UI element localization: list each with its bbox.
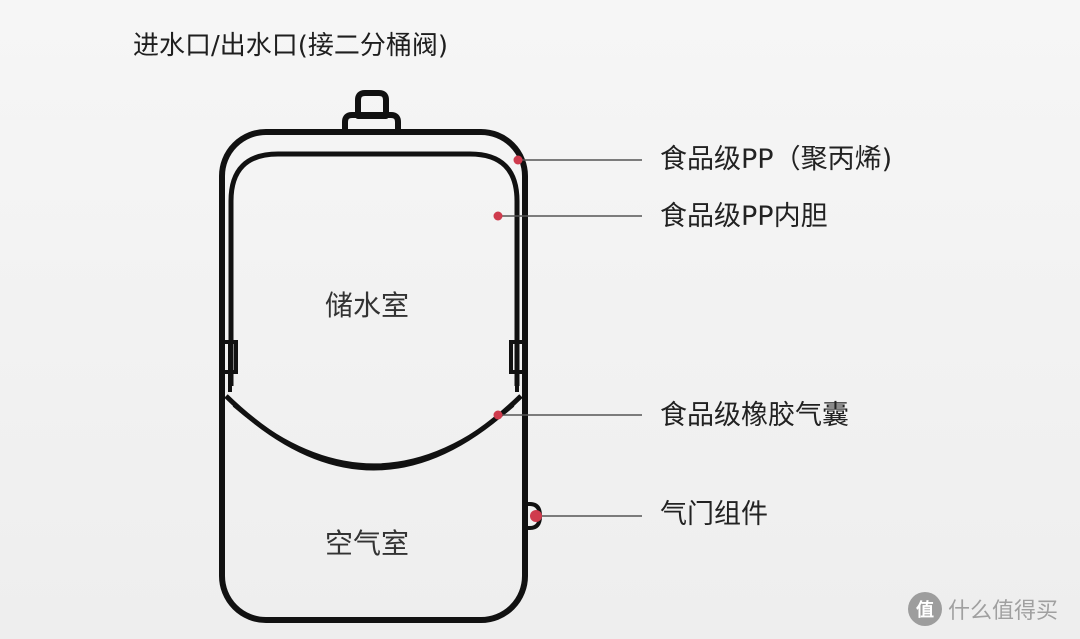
callout-label-housing: 食品级PP（聚丙烯) — [660, 144, 893, 175]
callout-dot-housing — [513, 155, 523, 165]
left-clip — [224, 340, 238, 392]
water-chamber-label: 储水室 — [325, 289, 410, 322]
callout-lines — [498, 159, 642, 517]
rubber-bladder — [224, 394, 523, 471]
callout-dot-liner — [493, 211, 503, 221]
watermark-logo-icon: 值 — [908, 592, 942, 626]
right-clip — [509, 340, 523, 392]
outer-housing — [219, 129, 528, 623]
water-port-nozzle — [342, 90, 401, 134]
callout-label-bladder: 食品级橡胶气囊 — [660, 400, 849, 431]
callout-label-liner: 食品级PP内胆 — [660, 201, 828, 232]
callout-dots — [493, 155, 542, 522]
callout-dot-bladder — [493, 410, 503, 420]
watermark: 值 什么值得买 — [908, 592, 1058, 626]
watermark-text: 什么值得买 — [948, 599, 1059, 624]
inner-liner — [228, 151, 520, 386]
callout-label-valve: 气门组件 — [660, 499, 768, 530]
port-label: 进水口/出水口(接二分桶阀) — [133, 31, 449, 61]
callout-dot-valve — [530, 510, 542, 522]
air-chamber-label: 空气室 — [325, 527, 410, 560]
